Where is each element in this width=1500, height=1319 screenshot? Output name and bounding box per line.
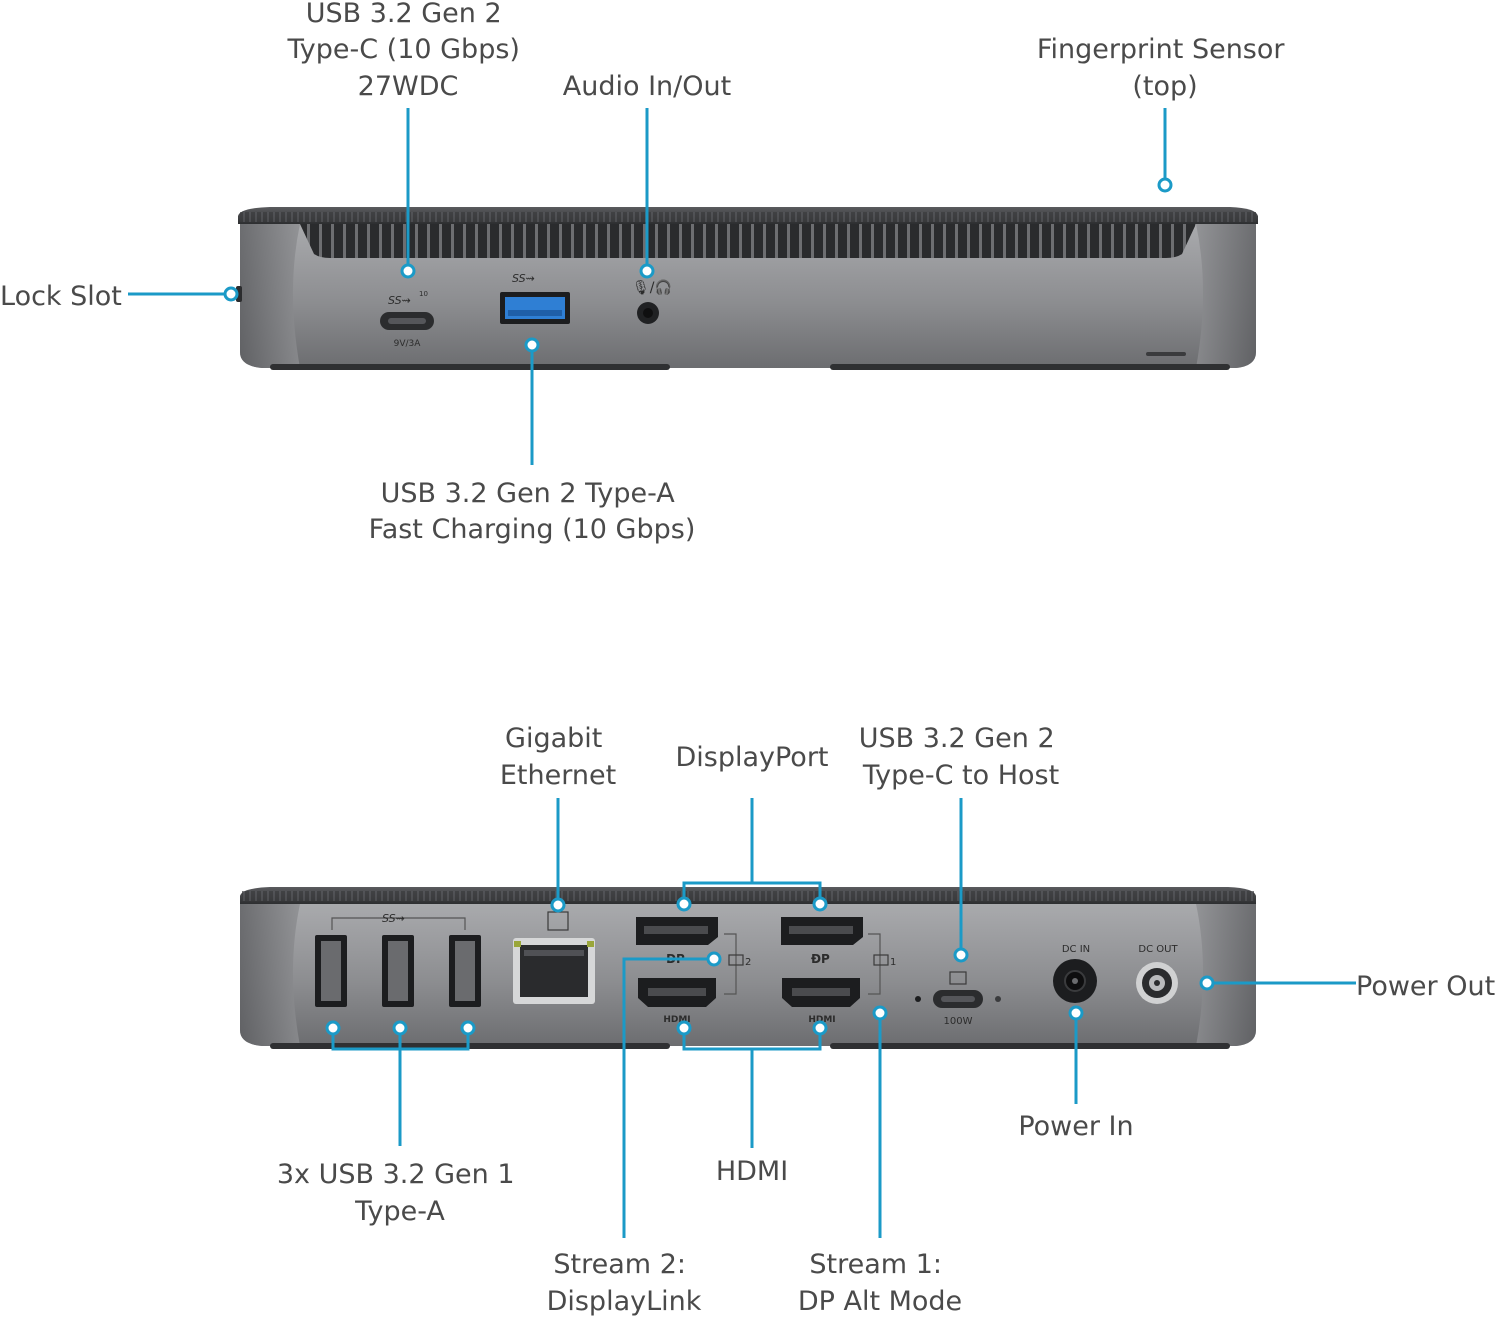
stream2-marker xyxy=(706,951,722,967)
usb-c-front-marker xyxy=(400,263,416,279)
audio-marker xyxy=(639,263,655,279)
dp-logo-icon: ĐP xyxy=(811,952,830,966)
lock-slot xyxy=(236,286,242,302)
rear-view-device: SS⇝ ĐP HDMI xyxy=(240,887,1256,1049)
hdmi-2-marker xyxy=(676,1020,692,1036)
hdmi-1: HDMI xyxy=(782,978,860,1025)
usb-c-badge: 10 xyxy=(419,290,428,298)
audio-callout: Audio In/Out xyxy=(563,71,731,102)
dc-out-label: DC OUT xyxy=(1138,944,1178,955)
stream2-bracket: 2 xyxy=(724,933,751,995)
power-in-callout: Power In xyxy=(1018,1111,1133,1142)
monitor-icon xyxy=(873,954,889,966)
stream1-callout: Stream 1: DP Alt Mode xyxy=(798,1249,962,1317)
rear-usb-a-ports: SS⇝ xyxy=(315,912,481,1007)
stream2-number: 2 xyxy=(745,957,751,968)
displayport-2-marker xyxy=(676,896,692,912)
mic-headset-icon: 🎙/🎧 xyxy=(632,279,672,296)
usb-c-rating: 9V/3A xyxy=(394,339,422,349)
monitor-icon xyxy=(728,954,744,966)
laptop-icon xyxy=(949,971,967,985)
power-in-marker xyxy=(1068,1005,1084,1021)
lock-slot-callout: Lock Slot xyxy=(0,281,122,312)
fingerprint-callout: Fingerprint Sensor (top) xyxy=(1037,34,1293,102)
hdmi-2: HDMI xyxy=(638,978,716,1025)
displayport-callout: DisplayPort xyxy=(675,742,828,773)
host-usb-c-port: 100W xyxy=(915,971,1001,1027)
leader-lines xyxy=(128,108,1356,1238)
usb-a-rear-callout: 3x USB 3.2 Gen 1 Type-A xyxy=(277,1159,523,1227)
front-view-device: SS⇝ 10 9V/3A SS⇝ 🎙/🎧 xyxy=(236,207,1258,370)
usb-c-front-callout: USB 3.2 Gen 2 Type-C (10 Gbps) 27WDC xyxy=(286,0,528,102)
stream2-callout: Stream 2: DisplayLink xyxy=(547,1249,702,1317)
hdmi-logo-icon: HDMI xyxy=(663,1015,690,1025)
stream1-marker xyxy=(872,1005,888,1021)
usb-a-front-marker xyxy=(524,337,540,353)
hdmi-1-marker xyxy=(812,1020,828,1036)
host-usb-c-marker xyxy=(953,947,969,963)
superspeed-icon: SS⇝ xyxy=(388,294,411,307)
audio-jack: 🎙/🎧 xyxy=(632,279,672,324)
displayport-1-marker xyxy=(812,896,828,912)
hdmi-logo-icon: HDMI xyxy=(808,1015,835,1025)
front-usb-a-port: SS⇝ xyxy=(500,272,570,324)
dc-in-label: DC IN xyxy=(1062,944,1090,955)
hdmi-callout: HDMI xyxy=(716,1156,788,1187)
superspeed-icon: SS⇝ xyxy=(382,912,405,925)
power-out-marker xyxy=(1199,975,1215,991)
power-out-callout: Power Out xyxy=(1356,971,1495,1002)
usb-a-front-callout: USB 3.2 Gen 2 Type-A Fast Charging (10 G… xyxy=(369,478,696,545)
stream1-bracket: 1 xyxy=(868,933,896,995)
stream1-number: 1 xyxy=(890,957,896,968)
usb-c-host-callout: USB 3.2 Gen 2 Type-C to Host xyxy=(859,723,1064,791)
usb-a-rear-marker-1 xyxy=(325,1020,341,1036)
ethernet-marker xyxy=(550,897,566,913)
fingerprint-marker xyxy=(1157,177,1173,193)
usb-a-rear-marker-2 xyxy=(392,1020,408,1036)
usb-a-rear-marker-3 xyxy=(460,1020,476,1036)
lock-slot-marker xyxy=(223,286,239,302)
superspeed-icon: SS⇝ xyxy=(512,272,535,285)
front-usb-c-port: SS⇝ 10 9V/3A xyxy=(380,290,434,349)
ethernet-port xyxy=(513,911,595,1004)
dc-in-port: DC IN xyxy=(1053,944,1097,1003)
dc-out-port: DC OUT xyxy=(1136,944,1178,1004)
displayport-1: ĐP xyxy=(781,917,863,966)
host-rating: 100W xyxy=(944,1016,973,1027)
ethernet-callout: Gigabit Ethernet xyxy=(500,723,616,791)
